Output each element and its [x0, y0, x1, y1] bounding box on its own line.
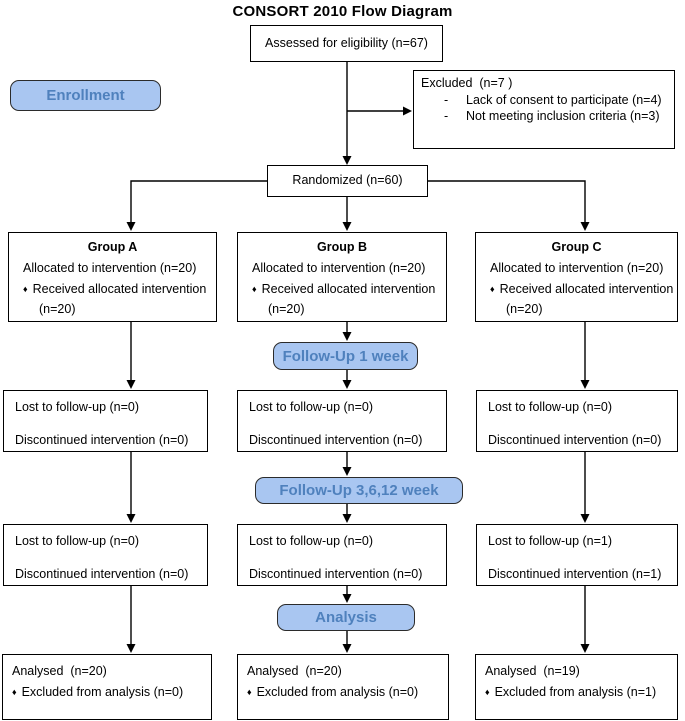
lost-text: Lost to follow-up (n=1) — [488, 534, 613, 548]
discontinued-text: Discontinued intervention (n=0) — [15, 566, 189, 581]
group-c-analysis-box: Analysed (n=19) ♦ Excluded from analysis … — [475, 654, 678, 720]
excluded-reason-text: Lack of consent to participate (n=4) — [466, 92, 662, 107]
allocated-text: Allocated to intervention (n=20) — [252, 260, 426, 275]
dash-bullet-icon: - — [444, 92, 449, 107]
received-text: Received allocated intervention — [499, 282, 674, 297]
excluded-title: Excluded (n=7 ) — [421, 76, 513, 90]
analysed-text: Analysed (n=20) — [12, 664, 107, 678]
followup-1week-stage-text: Follow-Up 1 week — [282, 347, 409, 365]
lost-text: Lost to follow-up (n=0) — [15, 400, 140, 414]
excluded-reason: - Lack of consent to participate (n=4) — [444, 93, 674, 109]
randomized-text: Randomized (n=60) — [292, 173, 403, 188]
received-n-text: (n=20) — [268, 301, 305, 316]
lost-text: Lost to follow-up (n=0) — [249, 400, 374, 414]
diamond-bullet-icon: ♦ — [247, 686, 252, 697]
received-n-text: (n=20) — [506, 301, 543, 316]
group-a-analysis-box: Analysed (n=20) ♦ Excluded from analysis … — [2, 654, 212, 720]
group-b-analysis-box: Analysed (n=20) ♦ Excluded from analysis … — [237, 654, 449, 720]
allocated-text: Allocated to intervention (n=20) — [490, 260, 664, 275]
group-a-allocation-box: Group A Allocated to intervention (n=20)… — [8, 232, 217, 322]
group-b-allocation-box: Group B Allocated to intervention (n=20)… — [237, 232, 447, 322]
group-b-followup2-box: Lost to follow-up (n=0) Discontinued int… — [237, 524, 447, 586]
group-name: Group C — [551, 240, 602, 254]
received-n-text: (n=20) — [39, 301, 76, 316]
discontinued-text: Discontinued intervention (n=0) — [249, 432, 423, 447]
enrollment-stage-label: Enrollment — [10, 80, 161, 111]
group-c-allocation-box: Group C Allocated to intervention (n=20)… — [475, 232, 678, 322]
excluded-reason: - Not meeting inclusion criteria (n=3) — [444, 109, 674, 125]
discontinued-text: Discontinued intervention (n=1) — [488, 566, 662, 581]
randomized-box: Randomized (n=60) — [267, 165, 428, 197]
excluded-box: Excluded (n=7 ) - Lack of consent to par… — [413, 70, 675, 149]
dash-bullet-icon: - — [444, 109, 449, 124]
allocated-text: Allocated to intervention (n=20) — [23, 260, 197, 275]
group-c-followup1-box: Lost to follow-up (n=0) Discontinued int… — [476, 390, 678, 452]
followup-3612week-stage-label: Follow-Up 3,6,12 week — [255, 477, 463, 504]
analysed-text: Analysed (n=19) — [485, 664, 580, 678]
group-name: Group B — [317, 240, 367, 254]
assessed-box: Assessed for eligibility (n=67) — [250, 25, 443, 62]
group-a-followup2-box: Lost to follow-up (n=0) Discontinued int… — [3, 524, 208, 586]
diamond-bullet-icon: ♦ — [23, 284, 28, 295]
discontinued-text: Discontinued intervention (n=0) — [15, 432, 189, 447]
diamond-bullet-icon: ♦ — [490, 284, 495, 295]
diamond-bullet-icon: ♦ — [252, 284, 257, 295]
excluded-reason-text: Not meeting inclusion criteria (n=3) — [466, 109, 660, 124]
group-b-followup1-box: Lost to follow-up (n=0) Discontinued int… — [237, 390, 447, 452]
excluded-from-analysis-text: Excluded from analysis (n=0) — [256, 684, 419, 699]
analysis-stage-label: Analysis — [277, 604, 415, 631]
lost-text: Lost to follow-up (n=0) — [488, 400, 613, 414]
diamond-bullet-icon: ♦ — [12, 686, 17, 697]
enrollment-stage-text: Enrollment — [46, 87, 125, 104]
followup-3612week-stage-text: Follow-Up 3,6,12 week — [279, 482, 439, 499]
discontinued-text: Discontinued intervention (n=0) — [488, 432, 662, 447]
analysis-stage-text: Analysis — [315, 609, 377, 626]
lost-text: Lost to follow-up (n=0) — [249, 534, 374, 548]
group-a-followup1-box: Lost to follow-up (n=0) Discontinued int… — [3, 390, 208, 452]
diagram-title: CONSORT 2010 Flow Diagram — [232, 3, 453, 20]
discontinued-text: Discontinued intervention (n=0) — [249, 566, 423, 581]
group-name: Group A — [87, 240, 138, 254]
received-text: Received allocated intervention — [32, 282, 207, 297]
group-c-followup2-box: Lost to follow-up (n=1) Discontinued int… — [476, 524, 678, 586]
analysed-text: Analysed (n=20) — [247, 664, 342, 678]
excluded-from-analysis-text: Excluded from analysis (n=1) — [494, 684, 657, 699]
followup-1week-stage-label: Follow-Up 1 week — [273, 342, 418, 370]
diamond-bullet-icon: ♦ — [485, 686, 490, 697]
received-text: Received allocated intervention — [261, 282, 436, 297]
lost-text: Lost to follow-up (n=0) — [15, 534, 140, 548]
assessed-text: Assessed for eligibility (n=67) — [265, 35, 428, 50]
excluded-from-analysis-text: Excluded from analysis (n=0) — [21, 684, 184, 699]
